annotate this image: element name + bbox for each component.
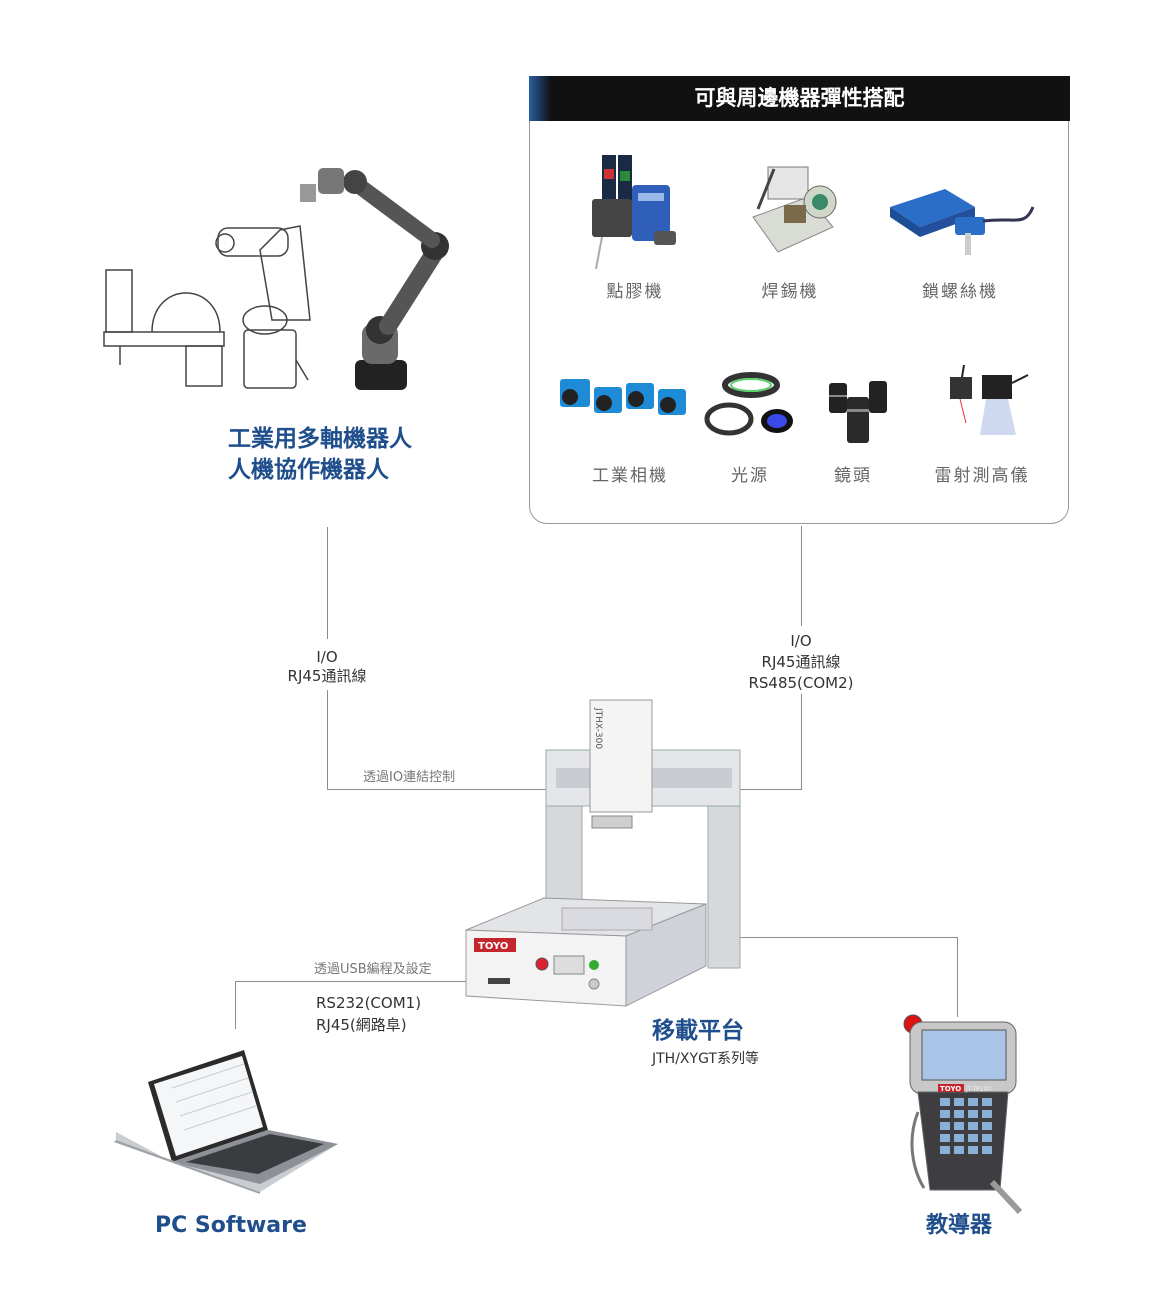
panel-connector-line bbox=[801, 526, 802, 626]
caption-laser: 雷射測高儀 bbox=[934, 466, 1030, 486]
usb-conn-rj45: RJ45(網路阜) bbox=[316, 1016, 407, 1034]
pc-connector-vertical bbox=[235, 981, 236, 1029]
teach-pendant-illustration: TOYO JT-TP100 bbox=[903, 1014, 1023, 1215]
caption-soldering: 焊錫機 bbox=[761, 282, 819, 302]
laser-height-sensor-image bbox=[950, 364, 1029, 435]
screw-machine-image bbox=[890, 189, 1035, 255]
usb-conn-note: 透過USB編程及設定 bbox=[314, 962, 432, 977]
dispenser-image bbox=[592, 155, 676, 270]
robot-connector-line-lower bbox=[327, 690, 328, 790]
panel-header-accent bbox=[529, 76, 551, 121]
panel-header: 可與周邊機器彈性搭配 bbox=[529, 76, 1070, 121]
caption-camera: 工業相機 bbox=[592, 466, 668, 486]
panel-title: 可與周邊機器彈性搭配 bbox=[694, 86, 905, 110]
left-conn-note: 透過IO連結控制 bbox=[363, 770, 456, 785]
pc-title: PC Software bbox=[155, 1213, 307, 1238]
platform-subtitle: JTH/XYGT系列等 bbox=[652, 1051, 759, 1067]
pendant-title: 教導器 bbox=[926, 1213, 993, 1238]
pendant-connector-horizontal bbox=[740, 937, 958, 938]
caption-lens: 鏡頭 bbox=[834, 466, 872, 486]
robot-connector-line bbox=[327, 527, 328, 639]
platform-model-label: JTHX-300 bbox=[593, 707, 603, 749]
robot-to-platform-line bbox=[327, 789, 549, 790]
laptop-illustration bbox=[114, 1050, 338, 1194]
left-conn-rj45: RJ45通訊線 bbox=[287, 667, 367, 685]
panel-to-platform-line bbox=[740, 789, 802, 790]
left-conn-io: I/O bbox=[316, 648, 338, 666]
pendant-model-label: JT-TP100 bbox=[965, 1086, 991, 1093]
platform-title: 移載平台 bbox=[652, 1018, 744, 1044]
soldering-machine-image bbox=[752, 166, 837, 253]
right-conn-rs485: RS485(COM2) bbox=[748, 674, 854, 692]
peripheral-panel: 可與周邊機器彈性搭配 點膠機 焊錫機 鎖螺絲機 bbox=[529, 76, 1070, 524]
lens-image bbox=[829, 381, 887, 443]
pendant-brand-label: TOYO bbox=[940, 1085, 961, 1093]
caption-screw: 鎖螺絲機 bbox=[922, 282, 998, 302]
panel-connector-line-lower bbox=[801, 694, 802, 790]
robot-title-line1: 工業用多軸機器人 bbox=[228, 426, 412, 452]
robot-title-line2: 人機協作機器人 bbox=[228, 457, 389, 483]
right-conn-io: I/O bbox=[790, 632, 812, 650]
right-conn-rj45: RJ45通訊線 bbox=[761, 653, 841, 671]
light-source-image bbox=[704, 372, 793, 436]
usb-conn-rs232: RS232(COM1) bbox=[316, 994, 422, 1012]
pc-connector-horizontal bbox=[235, 981, 467, 982]
caption-dispenser: 點膠機 bbox=[606, 282, 664, 302]
caption-light: 光源 bbox=[731, 466, 769, 486]
platform-brand-label: TOYO bbox=[478, 941, 508, 952]
industrial-camera-image bbox=[560, 379, 686, 415]
robots-illustration bbox=[103, 168, 449, 390]
pendant-connector-vertical bbox=[957, 937, 958, 1017]
platform-illustration: JTHX-300 TOYO bbox=[465, 699, 741, 1007]
